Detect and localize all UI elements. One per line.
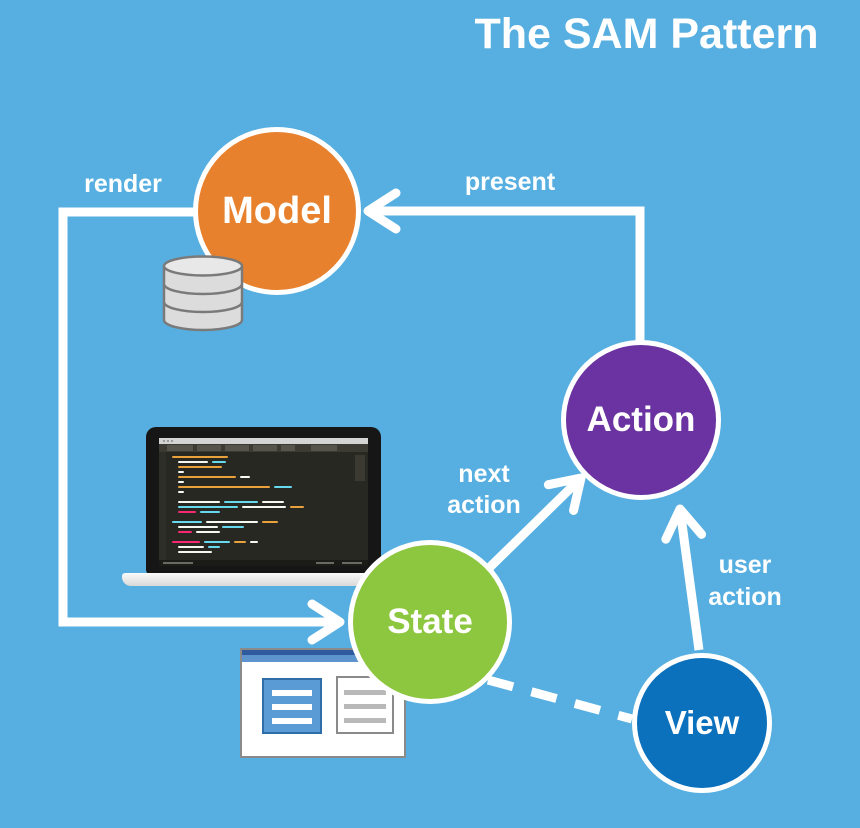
editor-statusbar	[159, 560, 368, 566]
laptop-code-icon	[146, 427, 381, 574]
node-action-label: Action	[586, 400, 696, 439]
window-titlebar-dark	[242, 650, 404, 655]
edge-render-label: render	[84, 170, 162, 198]
editor-minimap	[355, 455, 365, 481]
node-model: Model	[193, 127, 361, 295]
code-editor-screen	[159, 438, 368, 566]
window-text-panel	[336, 676, 394, 734]
editor-tabbar	[159, 444, 368, 452]
page-title: The SAM Pattern	[474, 10, 819, 58]
node-view: View	[632, 653, 772, 793]
node-action: Action	[561, 340, 721, 500]
edge-user-action-arrow	[661, 504, 707, 651]
database-icon	[162, 255, 244, 332]
laptop-base	[122, 573, 416, 586]
app-window-icon	[240, 648, 406, 758]
edge-next-action-arrow	[485, 473, 586, 572]
editor-titlebar	[159, 438, 368, 444]
edge-present-arrow	[363, 188, 645, 341]
node-model-label: Model	[222, 189, 332, 232]
edge-state-view-dashed-line	[486, 675, 634, 724]
edge-present-label: present	[464, 168, 556, 196]
window-selected-panel	[262, 678, 322, 734]
node-state: State	[348, 540, 512, 704]
editor-line-gutter	[159, 452, 166, 560]
window-titlebar-light	[242, 655, 404, 662]
edge-render-arrow	[58, 207, 345, 645]
node-view-label: View	[664, 704, 740, 741]
node-state-label: State	[387, 602, 473, 641]
edge-user-action-label: user action	[708, 551, 782, 611]
editor-code-lines	[168, 456, 348, 558]
edge-next-action-label: next action	[447, 460, 521, 519]
